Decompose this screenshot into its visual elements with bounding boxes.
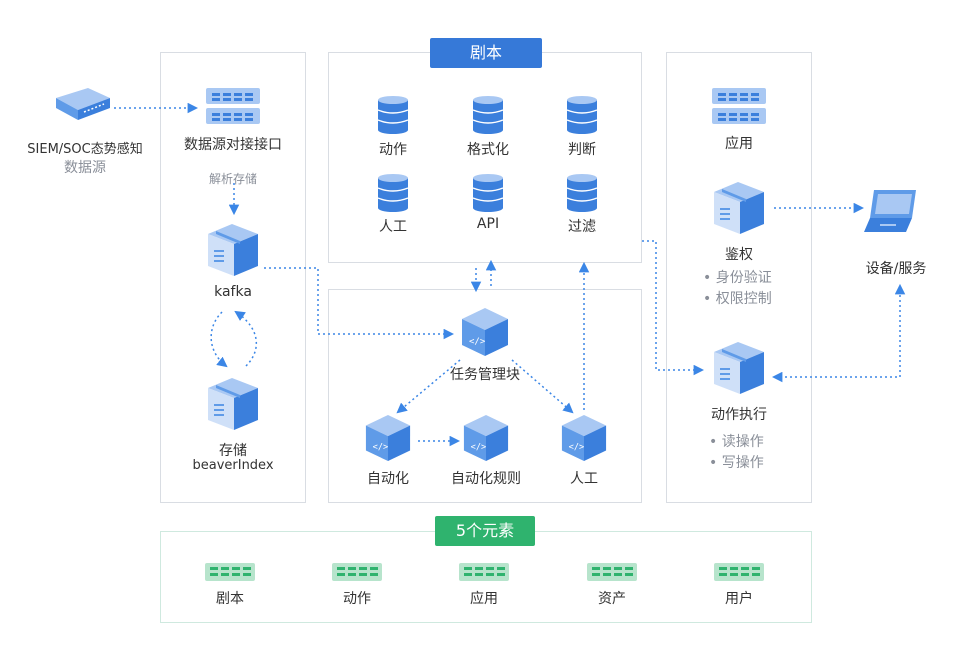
playbook-item-judge: 判断 [568,142,596,158]
database-icon [472,96,504,134]
element-action: 动作 [343,591,371,607]
source-sub: 数据源 [64,160,106,176]
element-app: 应用 [470,591,498,607]
task-manager-label: 任务管理块 [450,367,520,383]
playbook-item-api: API [476,216,500,232]
green-rack-icon [459,563,509,581]
exec-label: 动作执行 [711,407,767,423]
element-playbook: 剧本 [216,591,244,607]
playbook-item-action: 动作 [379,142,407,158]
laptop-icon [864,190,916,232]
task-manual-label: 人工 [570,471,598,487]
svg-text:</>: </> [471,443,487,453]
auth-item: • 身份验证 [703,270,772,286]
green-rack-icon [587,563,637,581]
auth-item: • 权限控制 [703,291,772,307]
kafka-label: kafka [214,284,252,300]
app-rack-icon [712,88,766,124]
exec-item: • 写操作 [709,455,764,471]
database-icon [472,174,504,212]
elements-title-tag: 5个元素 [435,516,535,546]
playbook-item-manual: 人工 [379,219,407,235]
storage-sub-label: beaverIndex [192,458,274,473]
interface-rack-icon [206,88,260,124]
code-cube-icon: </> [462,308,508,356]
code-cube-icon: </> [365,414,411,462]
parse-store-label: 解析存储 [208,172,258,186]
kafka-box-icon [208,224,258,276]
storage-label: 存储 [219,443,247,459]
element-user: 用户 [725,591,753,607]
task-rule-label: 自动化规则 [451,471,521,487]
app-label: 应用 [725,136,753,152]
code-cube-icon: </> [561,414,607,462]
storage-box-icon [208,378,258,430]
playbook-title-tag: 剧本 [430,38,542,68]
element-asset: 资产 [598,591,626,607]
svg-text:</>: </> [469,337,486,347]
svg-text:</>: </> [569,443,585,453]
svg-text:</>: </> [373,443,389,453]
exec-item: • 读操作 [709,434,764,450]
green-rack-icon [205,563,255,581]
auth-box-icon [714,182,764,234]
task-auto-label: 自动化 [367,471,409,487]
database-icon [377,174,409,212]
code-cube-icon: </> [463,414,509,462]
playbook-panel [328,52,642,263]
device-label: 设备/服务 [865,261,927,277]
database-icon [566,96,598,134]
exec-box-icon [714,342,764,394]
playbook-item-filter: 过滤 [568,219,596,235]
database-icon [377,96,409,134]
interface-label: 数据源对接接口 [184,137,282,153]
auth-label: 鉴权 [725,247,753,263]
server-icon [56,88,110,120]
source-name: SIEM/SOC态势感知 [27,142,143,157]
database-icon [566,174,598,212]
execution-panel [666,52,812,503]
green-rack-icon [332,563,382,581]
green-rack-icon [714,563,764,581]
playbook-item-format: 格式化 [467,142,509,158]
